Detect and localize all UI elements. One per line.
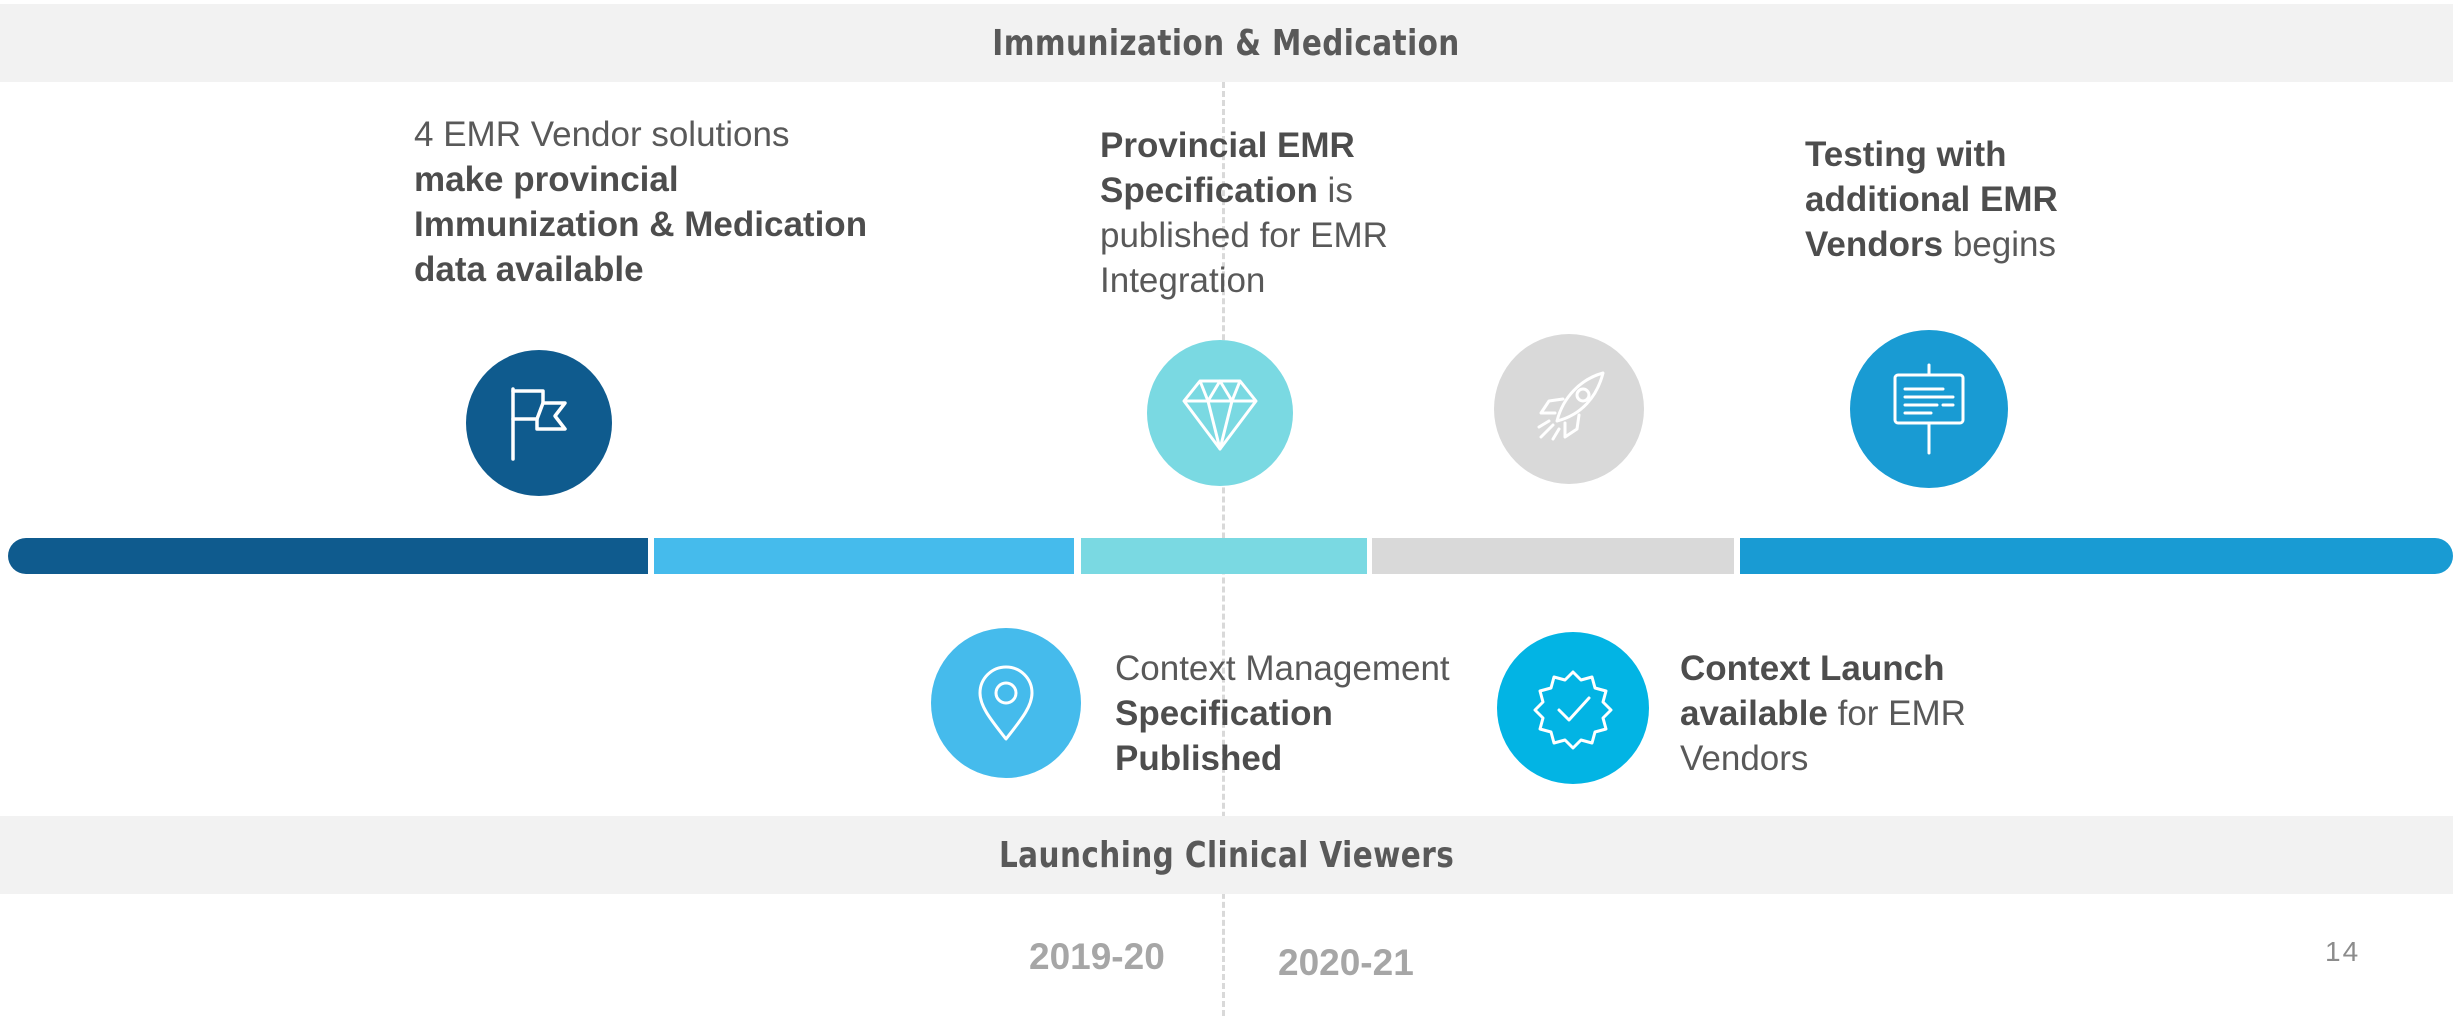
bottom-section-band: Launching Clinical Viewers: [0, 816, 2453, 894]
milestone-text-regular: 4 EMR Vendor solutions: [414, 115, 790, 154]
milestone-emr-vendors-text: 4 EMR Vendor solutions make provincial I…: [414, 112, 884, 292]
timeline-segment: [654, 538, 1074, 574]
rocket-milestone-circle: [1494, 334, 1644, 484]
signboard-milestone-circle: [1850, 330, 2008, 488]
timeline-segment: [1081, 538, 1367, 574]
badge-check-icon: [1533, 670, 1613, 750]
signboard-icon: [1893, 363, 1965, 455]
section-title-immunization: Immunization & Medication: [992, 22, 1461, 64]
milestone-text-regular: begins: [1943, 225, 2056, 264]
top-section-band: Immunization & Medication: [0, 4, 2453, 82]
milestone-testing-vendors-text: Testing with additional EMR Vendors begi…: [1805, 132, 2095, 267]
section-title-clinical-viewers: Launching Clinical Viewers: [998, 834, 1455, 876]
timeline-segment: [8, 538, 648, 574]
timeline-segment: [1372, 538, 1734, 574]
location-milestone-circle: [931, 628, 1081, 778]
milestone-text-bold: make provincial Immunization & Medicatio…: [414, 160, 868, 289]
diamond-icon: [1182, 379, 1258, 451]
year-label-2020-21: 2020-21: [1278, 942, 1414, 983]
milestone-text-regular: Context Management: [1115, 649, 1450, 688]
milestone-context-launch-text: Context Launch available for EMR Vendors: [1680, 646, 2000, 781]
rocket-icon: [1537, 371, 1605, 441]
location-pin-icon: [978, 665, 1034, 741]
timeline-segment: [1740, 538, 2453, 574]
milestone-text-bold: Specification Published: [1115, 694, 1333, 778]
page-number: 14: [2325, 936, 2361, 967]
year-label-2019-20: 2019-20: [1029, 936, 1165, 977]
diamond-milestone-circle: [1147, 340, 1293, 486]
flag-milestone-circle: [466, 350, 612, 496]
milestone-text-bold: Context Launch available: [1680, 649, 1945, 733]
milestone-text-bold: Testing with additional EMR Vendors: [1805, 135, 2058, 264]
milestone-text-regular: for EMR Vendors: [1680, 694, 1966, 778]
badge-milestone-circle: [1497, 632, 1649, 784]
milestone-context-mgmt-text: Context Management Specification Publish…: [1115, 646, 1495, 781]
milestone-text-bold: Provincial EMR Specification: [1100, 126, 1355, 210]
flag-icon: [511, 387, 567, 461]
milestone-text-regular: is published for EMR Integration: [1100, 171, 1388, 300]
milestone-provincial-spec-text: Provincial EMR Specification is publishe…: [1100, 123, 1430, 303]
